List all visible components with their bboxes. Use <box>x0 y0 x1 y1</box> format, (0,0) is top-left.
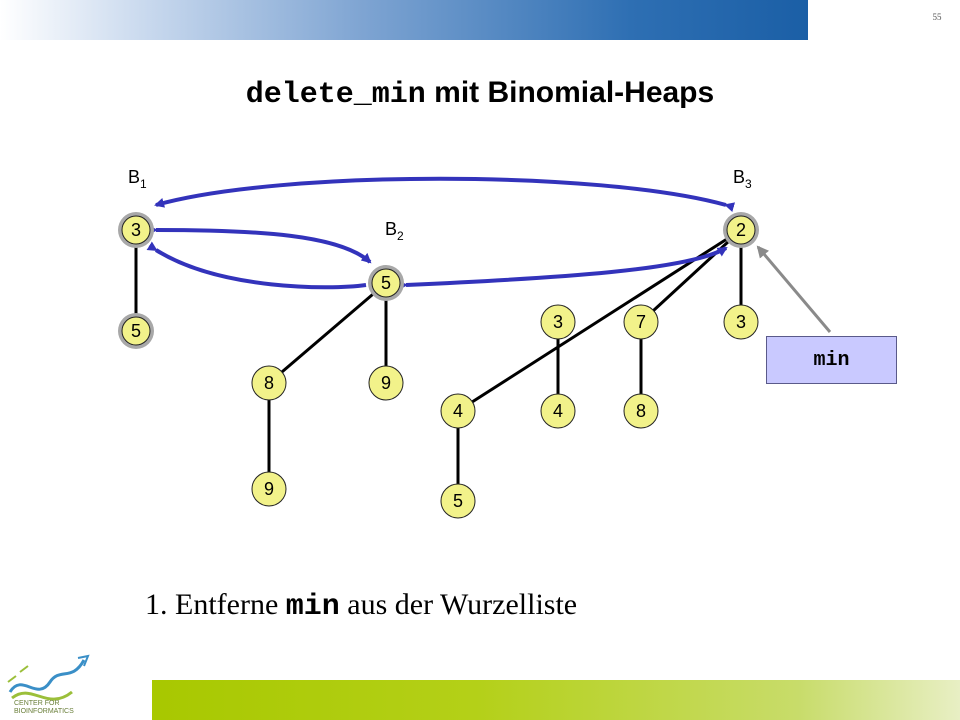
node-b3-a-right: 4 <box>540 393 576 429</box>
arrow-b2-b3 <box>397 246 728 291</box>
node-b3-child-c: 3 <box>723 304 759 340</box>
page-number: 55 <box>932 12 942 22</box>
svg-text:7: 7 <box>636 312 646 332</box>
header-gradient-bar <box>0 0 808 40</box>
svg-text:9: 9 <box>381 373 391 393</box>
node-b2-root: 5 <box>368 265 404 301</box>
edge-b2-left <box>268 281 387 385</box>
svg-text:2: 2 <box>736 220 746 240</box>
arrow-b2-b1-lower <box>146 241 367 290</box>
node-b3-root: 2 <box>723 212 759 248</box>
node-b2-grandchild: 9 <box>251 471 287 507</box>
tree-label-b1: B1 <box>128 167 147 191</box>
node-b3-child-a: 3 <box>540 304 576 340</box>
node-b2-child-right: 9 <box>368 365 404 401</box>
bullet-prefix: 1. Entferne <box>145 588 286 621</box>
title-text: mit Binomial-Heaps <box>425 76 715 109</box>
slide-title: delete_min mit Binomial-Heaps <box>0 76 960 112</box>
center-for-bioinformatics-logo <box>7 654 90 701</box>
bullet-suffix: aus der Wurzelliste <box>339 588 578 621</box>
svg-text:5: 5 <box>131 321 141 341</box>
root-list-arrows <box>146 176 736 291</box>
svg-text:9: 9 <box>264 479 274 499</box>
node-b3-a-left-child: 5 <box>440 483 476 519</box>
arrow-b1-b2 <box>147 224 372 264</box>
bullet-code: min <box>285 590 340 624</box>
title-code: delete_min <box>245 78 426 112</box>
footer-gradient-bar <box>152 680 960 720</box>
node-b1-child: 5 <box>118 313 154 349</box>
svg-text:4: 4 <box>453 401 463 421</box>
tree-edges <box>134 228 743 501</box>
svg-text:5: 5 <box>381 273 391 293</box>
svg-text:3: 3 <box>736 312 746 332</box>
edge-b3-to-7 <box>639 228 743 324</box>
svg-text:8: 8 <box>264 373 274 393</box>
tree-label-b2: B2 <box>385 219 404 243</box>
svg-text:3: 3 <box>553 312 563 332</box>
svg-text:8: 8 <box>636 401 646 421</box>
svg-text:3: 3 <box>131 220 141 240</box>
svg-text:4: 4 <box>553 401 563 421</box>
arrow-b3-b1-top <box>154 176 736 212</box>
svg-text:5: 5 <box>453 491 463 511</box>
tree-label-b3: B3 <box>733 167 752 191</box>
node-b2-child-left: 8 <box>251 365 287 401</box>
node-b3-a-left: 4 <box>440 393 476 429</box>
node-b3-b-child: 8 <box>623 393 659 429</box>
min-pointer-box: min <box>766 336 897 384</box>
node-b3-child-b: 7 <box>623 304 659 340</box>
bullet-text: 1. Entferne min aus der Wurzelliste <box>145 588 577 624</box>
min-pointer-arrow <box>756 245 832 333</box>
logo-text: CENTER FOR BIOINFORMATICS <box>14 700 74 715</box>
node-b1-root: 3 <box>118 212 154 248</box>
